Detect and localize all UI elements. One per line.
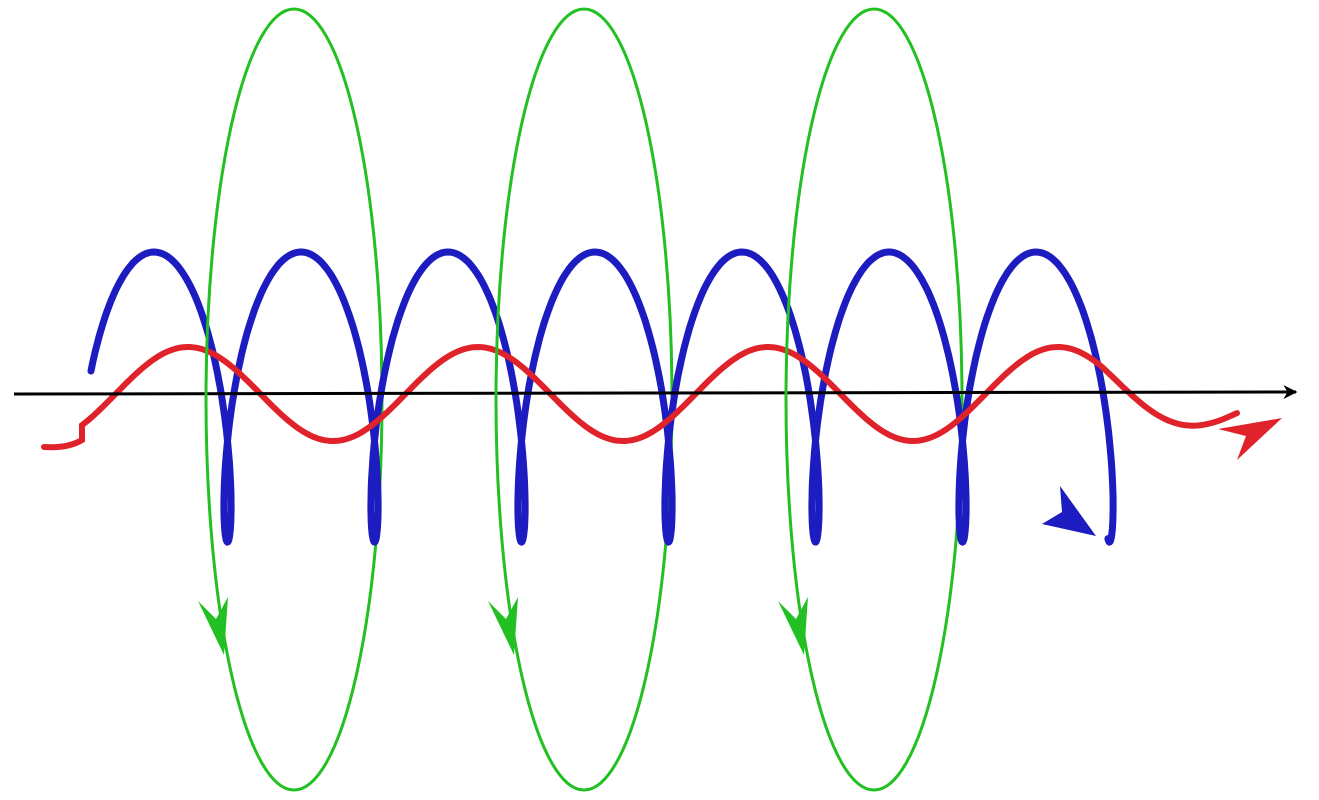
green-loop-3-front [784,7,875,792]
propagation-axis [13,385,1298,400]
blue-helix-arrowhead [1042,486,1096,536]
green-loop-3-back [873,7,964,792]
green-loop-2-front [494,7,585,792]
red-wave-arrowhead [1218,418,1282,460]
red-sine-wave [41,343,1240,451]
green-loops-back [293,7,964,792]
green-loop-2-back [583,7,674,792]
green-loop-3-arrowhead [778,597,808,655]
green-loop-1-arrowhead [198,597,228,655]
green-loop-1-front [204,7,295,792]
blue-helix-coil [87,248,1117,546]
green-loop-arrowheads [198,597,808,655]
green-loops-front [204,7,875,792]
green-loop-2-arrowhead [488,597,518,655]
